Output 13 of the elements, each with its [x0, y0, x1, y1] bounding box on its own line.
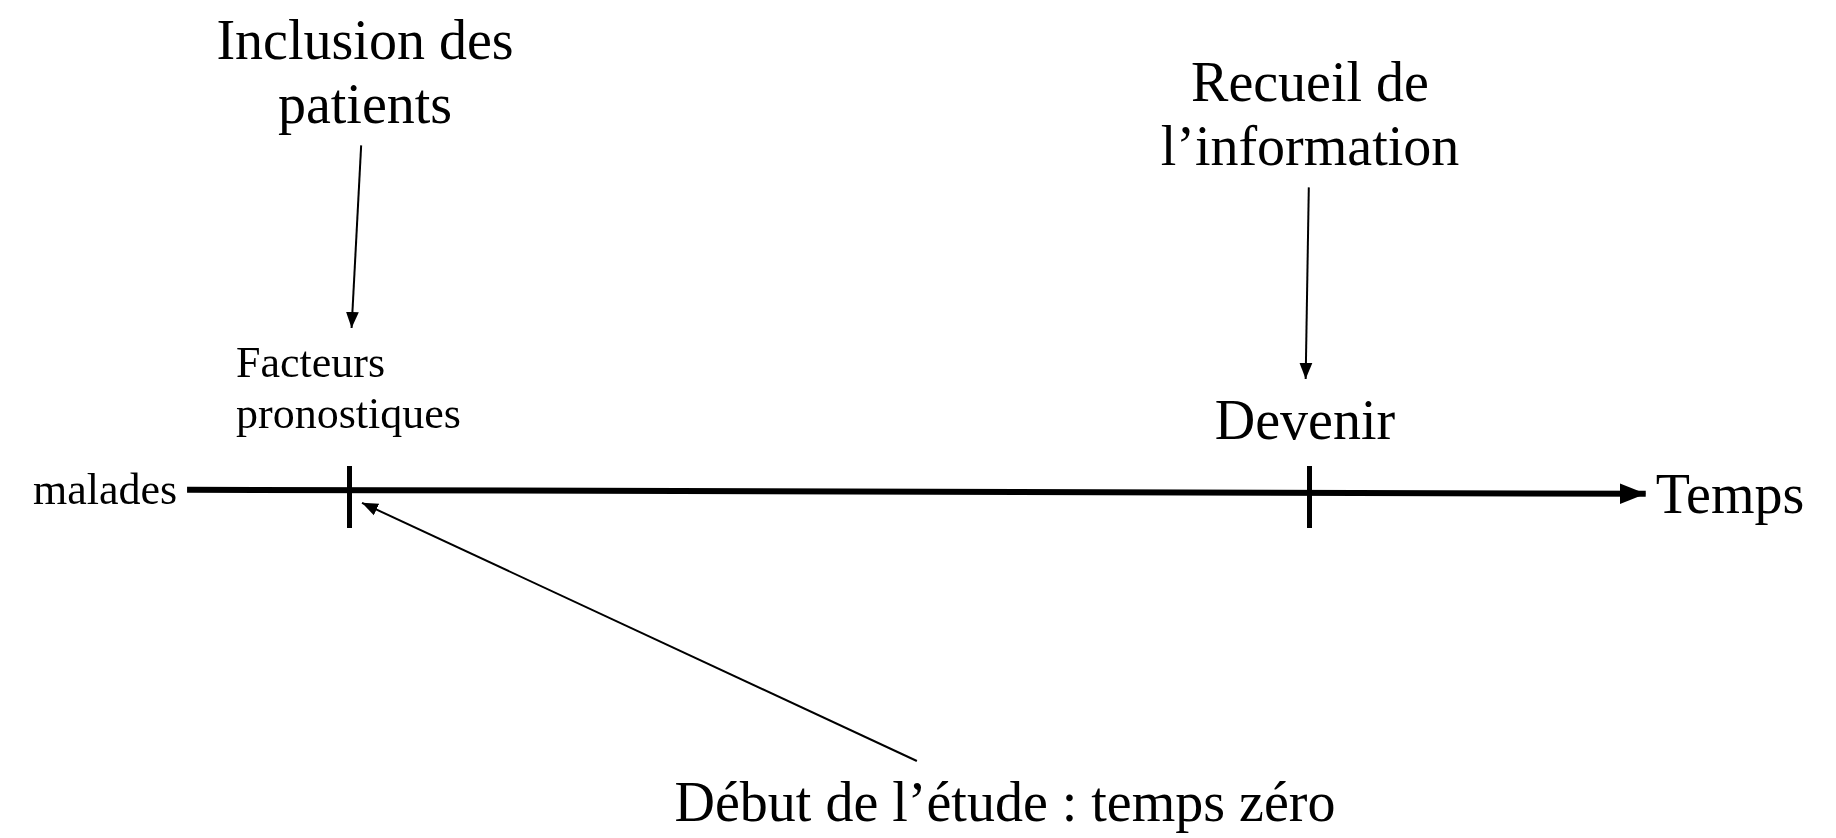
timeline-tick: [1307, 466, 1312, 528]
timeline-arrow: [187, 483, 1646, 505]
event-label: Devenir: [1190, 388, 1420, 453]
event-label: Facteurs pronostiques: [236, 338, 526, 440]
step-label: Recueil de l’information: [1120, 50, 1500, 179]
axis-end-label: Temps: [1640, 462, 1820, 527]
timeline-tick: [347, 466, 352, 528]
axis-start-label: malades: [10, 465, 200, 516]
arrow: [1299, 186, 1313, 380]
arrow: [346, 144, 363, 329]
step-label: Inclusion des patients: [180, 8, 550, 137]
annotation-text: Début de l’étude : temps zéro: [620, 770, 1390, 835]
arrow: [361, 501, 918, 762]
